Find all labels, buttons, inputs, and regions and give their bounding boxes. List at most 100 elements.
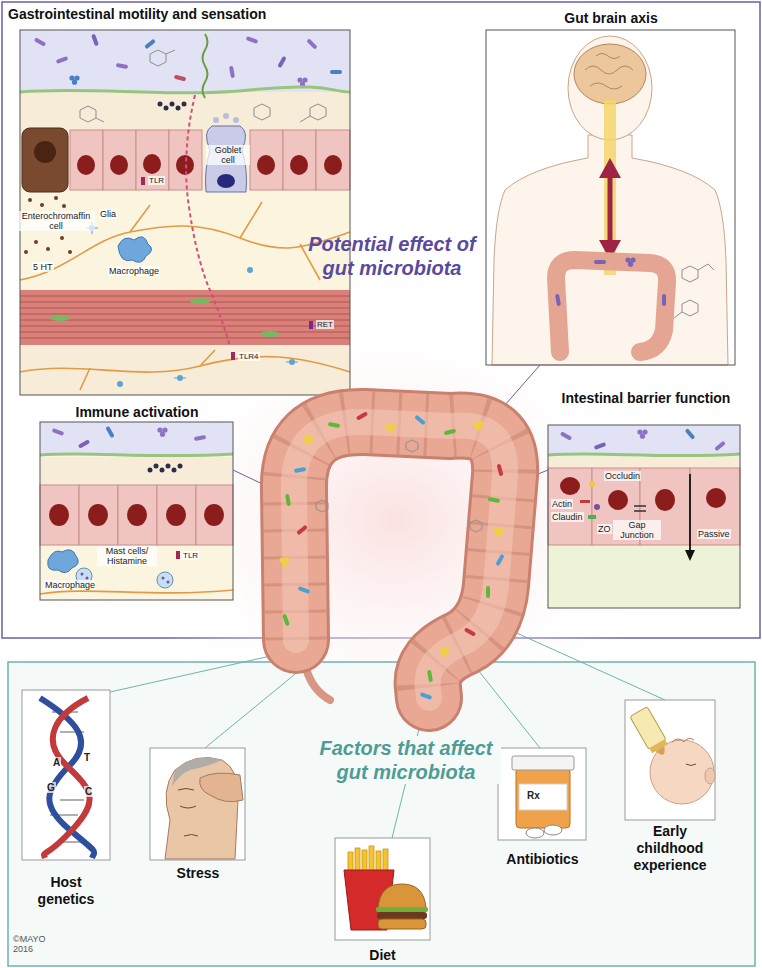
- colon: [495, 554, 504, 566]
- colon: [316, 500, 328, 512]
- barrier-art: [594, 504, 600, 510]
- diet-picture: [378, 919, 426, 929]
- barrier-art: [580, 500, 590, 503]
- baby-picture: [672, 738, 694, 742]
- motility-panel-art: [20, 326, 350, 327]
- motility-panel-art: [324, 155, 342, 175]
- motility-panel-art: [103, 130, 136, 190]
- barrier-art: [548, 425, 740, 608]
- barrier-art: [548, 468, 592, 545]
- dna-picture: [60, 799, 84, 801]
- barrier-art: [594, 442, 607, 450]
- dna-picture: [22, 690, 110, 860]
- stress-picture: [178, 789, 198, 837]
- barrier-art: [548, 425, 740, 608]
- immune-art: [157, 427, 167, 436]
- motility-panel-art: [158, 102, 163, 107]
- motility-panel-art: [240, 202, 262, 238]
- motility-panel-art: [158, 102, 187, 111]
- motility-panel-art: [300, 116, 310, 122]
- panel-heading: Gastrointestinal motility and sensation: [8, 6, 352, 23]
- colon: [493, 527, 503, 536]
- colon: [294, 422, 505, 698]
- barrier-art: [634, 510, 646, 512]
- motility-panel-art: [69, 75, 79, 84]
- gut-brain-art: [590, 83, 622, 89]
- motility-panel-art: [20, 320, 350, 321]
- motility-panel-art: [233, 117, 239, 123]
- motility-panel-art: [28, 198, 32, 202]
- part-label: Mast cells/ Histamine: [97, 546, 157, 566]
- colon: [303, 435, 313, 444]
- immune-art: [40, 457, 233, 485]
- colon: [464, 627, 476, 636]
- motility-panel-art: [190, 298, 210, 304]
- motility-panel-art: [170, 102, 175, 107]
- immune-art: [160, 468, 165, 473]
- gut-brain-art: [585, 54, 633, 90]
- diet-picture: [377, 912, 427, 919]
- part-label: Passive: [697, 529, 731, 539]
- immune-art: [167, 581, 170, 584]
- factor-label: Early childhood experience: [625, 823, 715, 874]
- immune-art: [40, 485, 79, 545]
- barrier-art: [548, 468, 740, 545]
- copyright: ©MAYO 2016: [12, 934, 58, 954]
- part-label: Goblet cell: [206, 145, 250, 165]
- motility-panel-art: [203, 34, 208, 98]
- colon: [385, 423, 395, 432]
- bottle-label: Rx: [526, 790, 541, 801]
- motility-panel-art: [20, 30, 350, 92]
- motility-panel-art: [117, 381, 123, 387]
- immune-art: [49, 504, 224, 526]
- motility-panel-art: [250, 130, 283, 190]
- motility-panel-art: [34, 240, 38, 244]
- factor-label: Stress: [150, 865, 246, 882]
- barrier-art: [634, 505, 646, 507]
- colon: [328, 422, 341, 428]
- antibiotics-picture: [544, 825, 562, 835]
- motility-panel-art: [297, 77, 307, 86]
- motility-panel-art: [260, 331, 280, 337]
- motility-panel-art: [164, 106, 169, 111]
- immune-art: [118, 485, 157, 545]
- immune-art: [157, 485, 196, 545]
- motility-panel-art: [20, 332, 350, 333]
- immune-art: [162, 577, 165, 580]
- gut-brain-art: [594, 260, 606, 264]
- factor-label: Antibiotics: [494, 851, 591, 868]
- factors-panel: Factors that affect gut microbiotaHost g…: [8, 662, 755, 966]
- motility-panel-art: [46, 247, 50, 251]
- baby-picture: [705, 768, 715, 784]
- immune-art: [40, 590, 233, 594]
- part-label: 5 HT: [32, 262, 54, 272]
- gut-brain-art: [682, 300, 698, 316]
- motility-panel-art: [186, 95, 230, 346]
- colon: [414, 415, 426, 426]
- motility-panel-art: [50, 298, 280, 337]
- barrier-art: [655, 489, 675, 511]
- immune-art: [81, 573, 84, 576]
- immune-art: [148, 464, 183, 473]
- motility-panel-art: [286, 362, 298, 363]
- motility-panel-art: [116, 63, 129, 69]
- antibiotics-picture: [498, 748, 586, 840]
- stress-picture: [178, 789, 194, 791]
- part-label: RET: [316, 320, 334, 329]
- factor-label: Diet: [334, 947, 431, 964]
- motility-panel-art: [22, 128, 68, 192]
- inset-panel: Intestinal barrier function: [546, 388, 746, 610]
- motility-panel-art: [80, 106, 96, 122]
- motility-panel-art: [20, 314, 350, 315]
- diet-picture: [378, 884, 426, 908]
- baby-picture: [625, 700, 715, 820]
- motility-panel-art: [86, 222, 298, 378]
- panel-heading: Immune activation: [36, 404, 238, 421]
- immune-art: [40, 485, 233, 545]
- immune-art: [172, 468, 177, 473]
- immune-art: [40, 422, 233, 600]
- immune-art: [176, 551, 180, 559]
